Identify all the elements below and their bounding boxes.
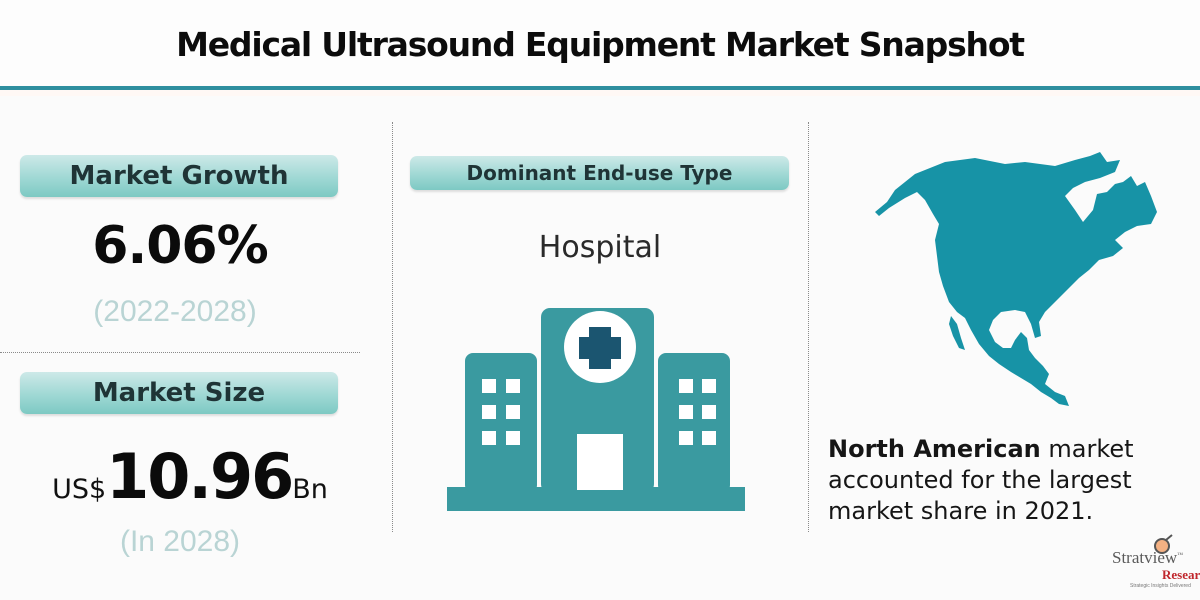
vertical-divider-left — [392, 122, 393, 532]
title-divider-shadow — [0, 90, 1200, 96]
left-horizontal-divider — [0, 352, 360, 353]
market-size-value-group: US$10.96Bn — [0, 440, 380, 513]
logo-name: Stratview — [1112, 548, 1178, 567]
magnifier-logo-icon — [1154, 534, 1173, 554]
currency-prefix: US$ — [52, 474, 107, 505]
region-statement-rest: market accounted for the largest market … — [828, 435, 1134, 525]
market-growth-period: (2022-2028) — [93, 295, 257, 328]
north-america-map-icon — [875, 152, 1157, 406]
stratview-logo: Stratview™ Research Strategic Insights D… — [1108, 534, 1200, 598]
logo-tm: ™ — [1177, 552, 1184, 559]
market-size-period: (In 2028) — [119, 525, 241, 558]
end-use-value: Hospital — [538, 230, 662, 265]
logo-sub: Research — [1162, 567, 1200, 582]
page-title: Medical Ultrasound Equipment Market Snap… — [0, 0, 1200, 88]
end-use-label: Dominant End-use Type — [410, 156, 789, 190]
title-divider — [0, 86, 1200, 90]
market-growth-value: 6.06% — [92, 216, 268, 276]
hospital-icon — [447, 308, 745, 511]
unit-suffix: Bn — [292, 474, 328, 505]
logo-tagline: Strategic Insights Delivered — [1130, 583, 1191, 589]
market-size-label: Market Size — [20, 372, 338, 414]
region-highlight: North American — [828, 435, 1041, 463]
vertical-divider-right — [808, 122, 809, 532]
market-size-value: 10.96 — [106, 440, 294, 513]
market-growth-label: Market Growth — [20, 155, 338, 197]
region-statement: North American market accounted for the … — [828, 434, 1198, 527]
